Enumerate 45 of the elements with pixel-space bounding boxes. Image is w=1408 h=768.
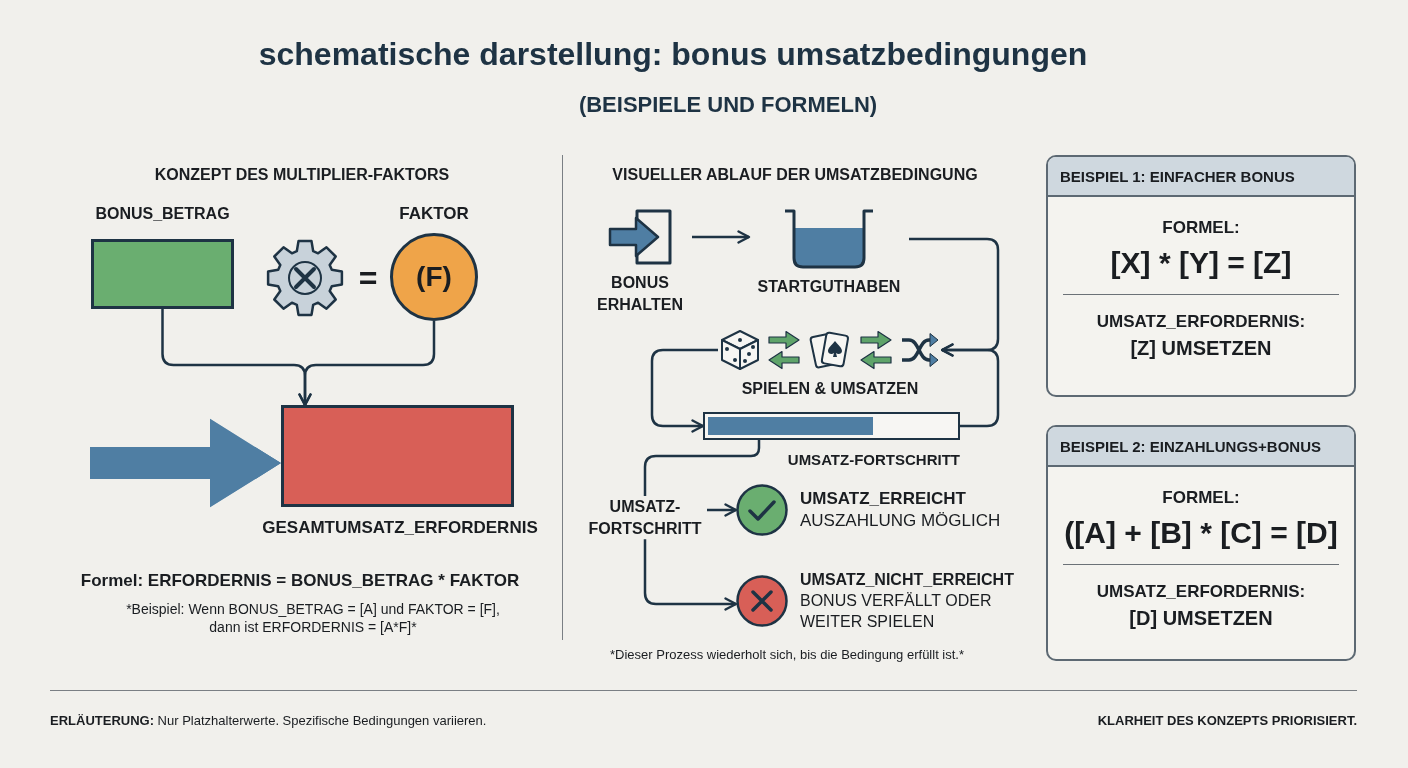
status-description: BONUS VERFÄLLT ODER WEITER SPIELEN <box>800 590 993 632</box>
arrow <box>650 348 718 433</box>
example-card <box>1046 155 1356 397</box>
value-circle: (F) <box>390 233 478 321</box>
node-label: STARTGUTHABEN <box>757 277 901 297</box>
connector-line <box>643 440 761 496</box>
footer-note: KLARHEIT DES KONZEPTS PRIORISIERT. <box>1097 713 1357 730</box>
formula-text: [X] * [Y] = [Z] <box>1110 245 1292 282</box>
formula-text: ([A] + [B] * [C] = [D] <box>1064 515 1338 552</box>
requirement-label: UMSATZ_ERFORDERNIS: <box>1096 580 1306 602</box>
equals-sign: = <box>358 259 378 298</box>
footer-note: ERLÄUTERUNG: Nur Platzhalterwerte. Spezifische Bedingungen variieren. <box>50 713 487 730</box>
filled-rectangle <box>281 405 514 507</box>
formula-caption: FORMEL: <box>1162 217 1240 239</box>
box-heading: BONUS_BETRAG <box>95 204 230 224</box>
flow-label: UMSATZ-FORTSCHRITT <box>583 496 707 540</box>
card-header: BEISPIEL 1: EINFACHER BONUS <box>1048 157 1354 197</box>
arrow <box>298 321 436 407</box>
section-heading: KONZEPT DES MULTIPLIER-FAKTORS <box>154 165 450 185</box>
example-card <box>1046 425 1356 661</box>
formula-text: Formel: ERFORDERNIS = BONUS_BETRAG * FAKTOR <box>80 570 520 592</box>
block-arrow <box>90 418 281 508</box>
footnote: *Dieser Prozess wiederholt sich, bis die Bedingung erfüllt ist.* <box>609 647 965 664</box>
requirement-value: [D] UMSETZEN <box>1129 606 1273 631</box>
node-label: SPIELEN & UMSATZEN <box>741 379 919 399</box>
arrow <box>940 343 1000 428</box>
subtitle: (BEISPIELE UND FORMELN) <box>578 91 878 119</box>
status-description: AUSZAHLUNG MÖGLICH <box>800 510 1001 532</box>
formula-caption: FORMEL: <box>1162 487 1240 509</box>
page-title: schematische darstellung: bonus umsatzbedingungen <box>258 35 1088 74</box>
caption-text: GESAMTUMSATZ_ERFORDERNIS <box>262 517 538 539</box>
section-heading: VISUELLER ABLAUF DER UMSATZBEDINGUNG <box>612 165 978 185</box>
caption-text: UMSATZ-FORTSCHRITT <box>787 450 960 470</box>
arrow <box>643 539 738 611</box>
node-label: BONUS ERHALTEN <box>596 273 684 315</box>
status-title: UMSATZ_NICHT_ERREICHT <box>800 570 1014 590</box>
status-title: UMSATZ_ERREICHT <box>800 487 966 510</box>
example-note: *Beispiel: Wenn BONUS_BETRAG = [A] und FAKTOR = [F], dann ist ERFORDERNIS = [A*F]* <box>125 600 501 637</box>
progress-bar <box>703 412 960 440</box>
requirement-value: [Z] UMSETZEN <box>1130 336 1272 361</box>
arrow <box>707 503 738 517</box>
arrow <box>692 230 751 244</box>
card-header: BEISPIEL 2: EINZAHLUNGS+BONUS <box>1048 427 1354 467</box>
box-heading: FAKTOR <box>399 203 469 225</box>
requirement-label: UMSATZ_ERFORDERNIS: <box>1096 310 1306 332</box>
